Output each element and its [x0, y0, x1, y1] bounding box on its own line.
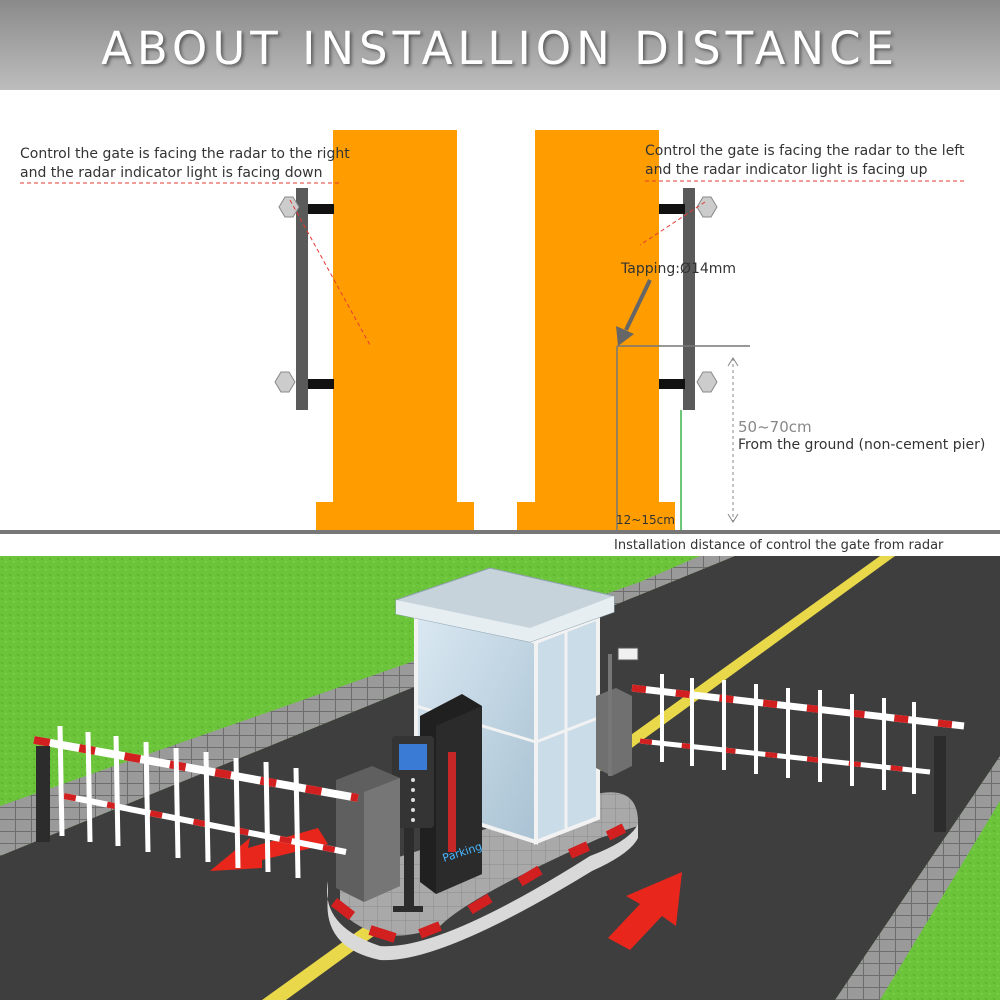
dimension-lines: [616, 345, 750, 530]
ticket-dispenser: [392, 736, 434, 912]
title-banner: ABOUT INSTALLION DISTANCE: [0, 0, 1000, 90]
left-gate-pillar: [316, 130, 474, 530]
right-note-line-1: Control the gate is facing the radar to …: [645, 143, 965, 159]
parking-scene: Parking: [0, 556, 1000, 1000]
installation-diagram: Control the gate is facing the radar to …: [0, 90, 1000, 556]
left-note-line-2: and the radar indicator light is facing …: [20, 165, 323, 181]
left-radar: [274, 188, 334, 410]
right-note-line-2: and the radar indicator light is facing …: [645, 162, 928, 178]
entry-arrow-icon: [608, 872, 682, 950]
left-barrier-cabinet: [336, 766, 400, 902]
left-radar-note: Control the gate is facing the radar to …: [20, 145, 350, 183]
right-barrier-cabinet: [596, 647, 639, 776]
left-note-line-1: Control the gate is facing the radar to …: [20, 146, 350, 162]
parking-terminal: Parking: [420, 694, 484, 894]
bottom-caption: Installation distance of control the gat…: [614, 538, 944, 553]
height-note: From the ground (non-cement pier): [738, 437, 986, 453]
left-barrier-fence: [33, 725, 359, 879]
right-barrier-fence: [631, 674, 965, 832]
gap-value: 12~15cm: [616, 513, 675, 527]
tapping-label: Tapping:Ø14mm: [621, 261, 737, 277]
guide-lines: [20, 180, 965, 346]
right-gate-pillar: [517, 130, 675, 530]
tapping-arrow: [616, 279, 652, 346]
diagram-drawing: [0, 130, 1000, 534]
scene-illustration: Parking: [0, 556, 1000, 1000]
right-radar: [659, 188, 718, 410]
ground-line: [0, 530, 1000, 534]
right-radar-note: Control the gate is facing the radar to …: [645, 142, 964, 180]
height-value: 50~70cm: [738, 418, 812, 436]
banner-title: ABOUT INSTALLION DISTANCE: [101, 22, 899, 75]
